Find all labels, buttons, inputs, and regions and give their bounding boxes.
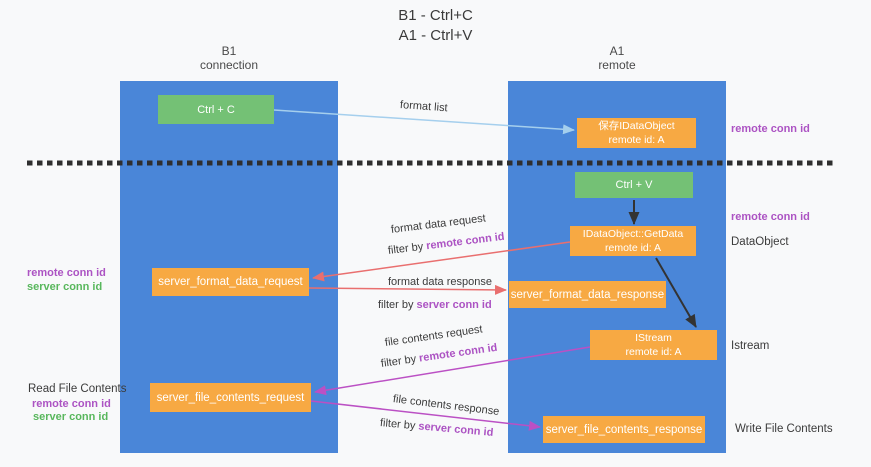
server-format-data-request-label: server_format_data_request [158,276,303,288]
filter-by-server-conn-id-label-1: filter by server conn id [378,299,492,311]
istream-line2: remote id: A [625,346,682,358]
ctrl-c-label: Ctrl + C [197,103,235,116]
left-server-conn-id-annotation-1: server conn id [27,281,103,293]
left-server-conn-id-annotation-2: server conn id [33,411,109,423]
getdata-line1: IDataObject::GetData [582,227,684,240]
ctrl-c-box: Ctrl + C [158,95,274,124]
server-file-contents-response-box: server_file_contents_response [543,416,705,443]
save-dataobject-line2: remote id: A [608,134,665,146]
server-format-data-response-label: server_format_data_response [510,288,665,301]
filter-by-server-conn-id-label-2: filter by server conn id [379,417,493,439]
remote-conn-id-value: remote conn id [425,230,506,253]
left-remote-conn-id-annotation-2: remote conn id [32,398,111,410]
filter-by-prefix: filter by [379,417,419,433]
lifeline-a1-title: A1 [609,44,625,58]
format-list-label: format list [399,99,448,115]
remote-conn-id-value: remote conn id [418,341,499,365]
istream-annotation: Istream [731,340,770,352]
title-line-1: B1 - Ctrl+C [398,7,473,24]
lifeline-b1-title: B1 [221,44,237,58]
right-remote-conn-id-annotation-2: remote conn id [731,211,810,223]
lifeline-b1-subtitle: connection [199,58,259,73]
server-conn-id-value: server conn id [417,420,494,439]
format-data-request-label: format data request [390,212,487,236]
istream-line1: IStream [635,331,672,344]
filter-by-remote-conn-id-label-1: filter by remote conn id [387,231,505,257]
lifeline-a1-subtitle: remote [598,58,636,73]
lifeline-header-a1: A1 remote [508,44,726,73]
filter-by-prefix: filter by [378,299,417,311]
server-conn-id-value: server conn id [416,299,492,311]
server-format-data-request-box: server_format_data_request [152,268,309,296]
filter-by-prefix: filter by [380,352,420,370]
filter-by-prefix: filter by [387,240,427,257]
save-dataobject-box: 保存IDataObject remote id: A [577,118,696,148]
istream-box: IStream remote id: A [590,330,717,360]
format-data-response-label: format data response [388,276,492,288]
write-file-contents-annotation: Write File Contents [735,423,833,435]
server-file-contents-request-box: server_file_contents_request [150,383,311,412]
diagram-title: B1 - Ctrl+C A1 - Ctrl+V [0,6,871,45]
left-remote-conn-id-annotation-1: remote conn id [27,267,106,279]
ctrl-v-box: Ctrl + V [575,172,693,198]
read-file-contents-annotation: Read File Contents [28,383,127,395]
title-line-2: A1 - Ctrl+V [398,26,473,44]
ctrl-v-label: Ctrl + V [615,179,653,191]
getdata-box: IDataObject::GetData remote id: A [570,226,696,256]
server-file-contents-response-label: server_file_contents_response [545,423,703,436]
server-format-data-response-box: server_format_data_response [509,281,666,308]
dataobject-annotation: DataObject [731,236,789,248]
lifeline-header-b1: B1 connection [120,44,338,73]
format-data-response-arrow [308,284,507,295]
getdata-line2: remote id: A [604,242,662,254]
right-remote-conn-id-annotation-1: remote conn id [731,123,810,135]
save-dataobject-line1: 保存IDataObject [598,119,675,132]
file-contents-response-label: file contents response [392,393,500,418]
server-file-contents-request-label: server_file_contents_request [156,391,305,404]
